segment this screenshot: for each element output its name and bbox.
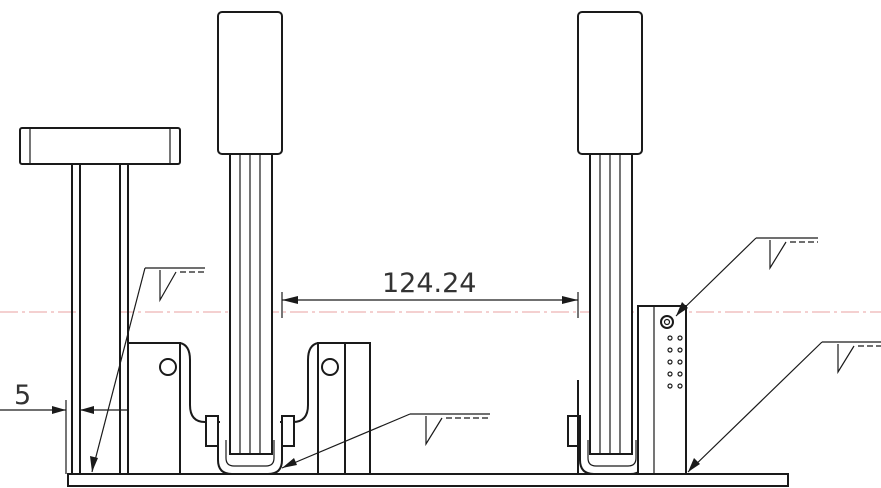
left-pedal	[205, 11, 295, 475]
weld-symbol-lower-right	[687, 341, 881, 473]
dimension-5-label: 5	[14, 380, 31, 411]
weld-symbol-left	[90, 267, 205, 473]
base-plate	[67, 473, 789, 487]
right-pedal	[567, 11, 645, 475]
dimension-5: 5	[0, 380, 128, 474]
weld-symbol-upper-right	[675, 237, 818, 317]
dimension-124-label: 124.24	[382, 268, 476, 299]
right-adjust-plate	[637, 305, 687, 475]
weld-symbol-center	[281, 413, 490, 469]
t-handle	[19, 127, 181, 475]
dimension-124: 124.24	[281, 268, 579, 318]
left-bracket	[127, 342, 371, 475]
